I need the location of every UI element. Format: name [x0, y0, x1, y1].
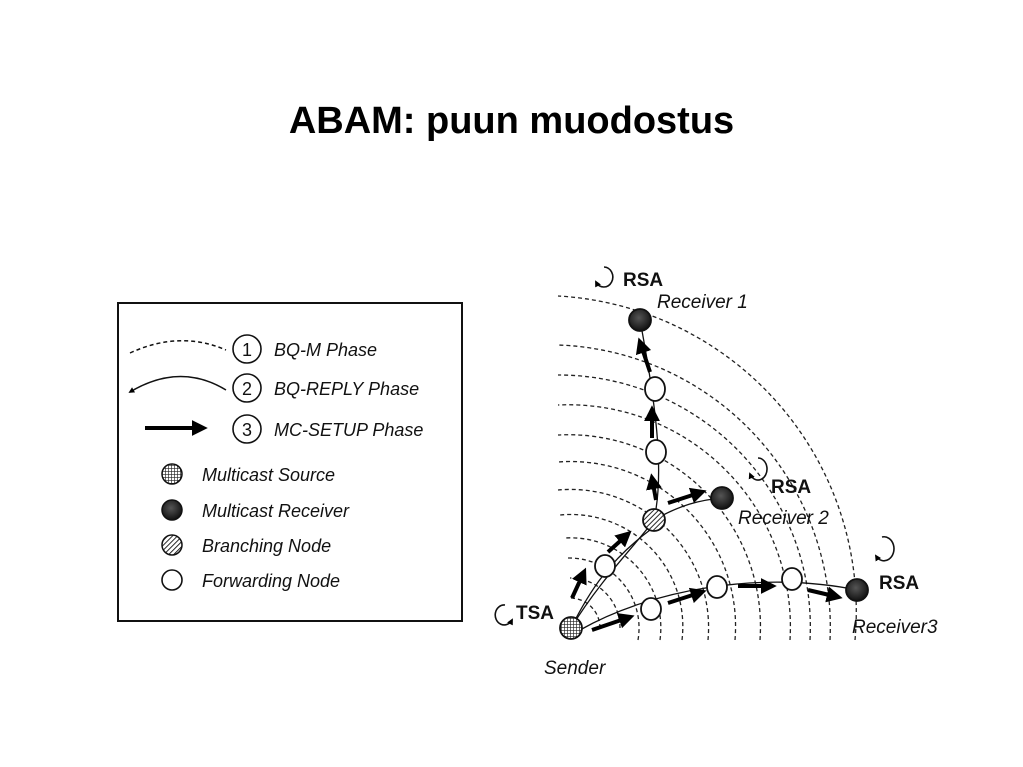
- branching-node-icon: [161, 534, 183, 556]
- legend: 1 BQ-M Phase 2 BQ-REPLY Phase 3 MC-SETUP…: [117, 302, 463, 622]
- receiver-1-label: Receiver 1: [657, 292, 748, 313]
- forwarding-node: [645, 439, 667, 465]
- bq-reply-line-icon: [128, 375, 227, 393]
- branching-node: [642, 508, 666, 532]
- propagation-arcs: [557, 295, 857, 641]
- forwarding-node-icon: [161, 569, 183, 591]
- receiver-3-node: [845, 578, 869, 602]
- node-type-receiver-label: Multicast Receiver: [202, 501, 350, 521]
- phase-2-number: 2: [242, 379, 252, 399]
- receiver-2-node: [710, 486, 734, 510]
- legend-frame: [117, 302, 463, 622]
- forwarding-node: [781, 567, 803, 591]
- node-type-forwarding-label: Forwarding Node: [202, 571, 340, 591]
- forwarding-node: [594, 554, 616, 578]
- forwarding-node: [640, 597, 662, 621]
- receiver-3-rsa-loop-icon: [874, 535, 895, 562]
- tsa-loop-icon: [494, 604, 513, 626]
- forwarding-nodes: [594, 376, 803, 621]
- slide-title: ABAM: puun muodostus: [288, 100, 735, 142]
- phase-2-label: BQ-REPLY Phase: [274, 379, 419, 399]
- receiver-1-rsa-loop-icon: [595, 266, 614, 288]
- phase-3-number-icon: [232, 414, 262, 444]
- receiver-1-agent-label: RSA: [623, 270, 663, 291]
- receiver-1-node: [628, 308, 652, 332]
- forwarding-node: [706, 575, 728, 599]
- phase-1-number: 1: [242, 340, 252, 360]
- receiver-2-label: Receiver 2: [738, 508, 829, 529]
- receiver-2-agent-label: RSA: [771, 477, 811, 498]
- receiver-3-agent-label: RSA: [879, 573, 919, 594]
- mc-setup-arrows: [570, 337, 843, 632]
- phase-3-label: MC-SETUP Phase: [274, 420, 423, 440]
- node-type-branching-label: Branching Node: [202, 536, 331, 556]
- receiver-2-rsa-loop-icon: [748, 457, 768, 481]
- sender-label: Sender: [544, 658, 606, 679]
- multicast-receiver-icon: [161, 499, 183, 521]
- phase-1-number-icon: [232, 334, 262, 364]
- phase-3-number: 3: [242, 420, 252, 440]
- bq-m-line-icon: [129, 339, 227, 354]
- node-type-source-label: Multicast Source: [202, 465, 335, 485]
- phase-2-number-icon: [232, 373, 262, 403]
- multicast-source-icon: [161, 463, 183, 485]
- receiver-3-label: Receiver3: [852, 617, 938, 638]
- sender-node: [559, 616, 583, 640]
- sender-agent-label: TSA: [516, 603, 554, 624]
- forwarding-node: [644, 376, 666, 402]
- phase-1-label: BQ-M Phase: [274, 340, 377, 360]
